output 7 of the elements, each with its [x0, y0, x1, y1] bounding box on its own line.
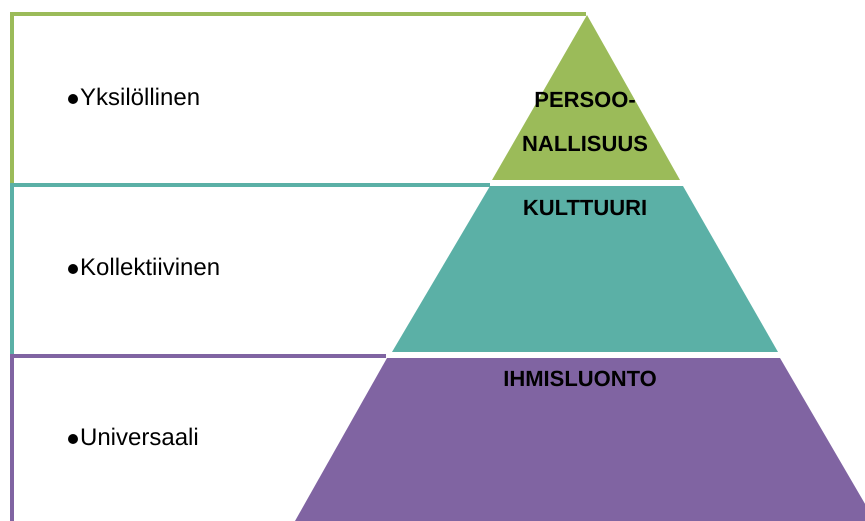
level-label: Kollektiivinen	[80, 254, 220, 282]
bracket-panel	[10, 354, 292, 521]
layer-title: PERSOO- NALLISUUS	[521, 86, 649, 158]
layer-title: IHMISLUONTO	[502, 365, 658, 393]
level-label: Yksilöllinen	[80, 84, 200, 112]
level-label: Universaali	[80, 424, 199, 452]
layer-title: KULTTUURI	[522, 194, 648, 222]
